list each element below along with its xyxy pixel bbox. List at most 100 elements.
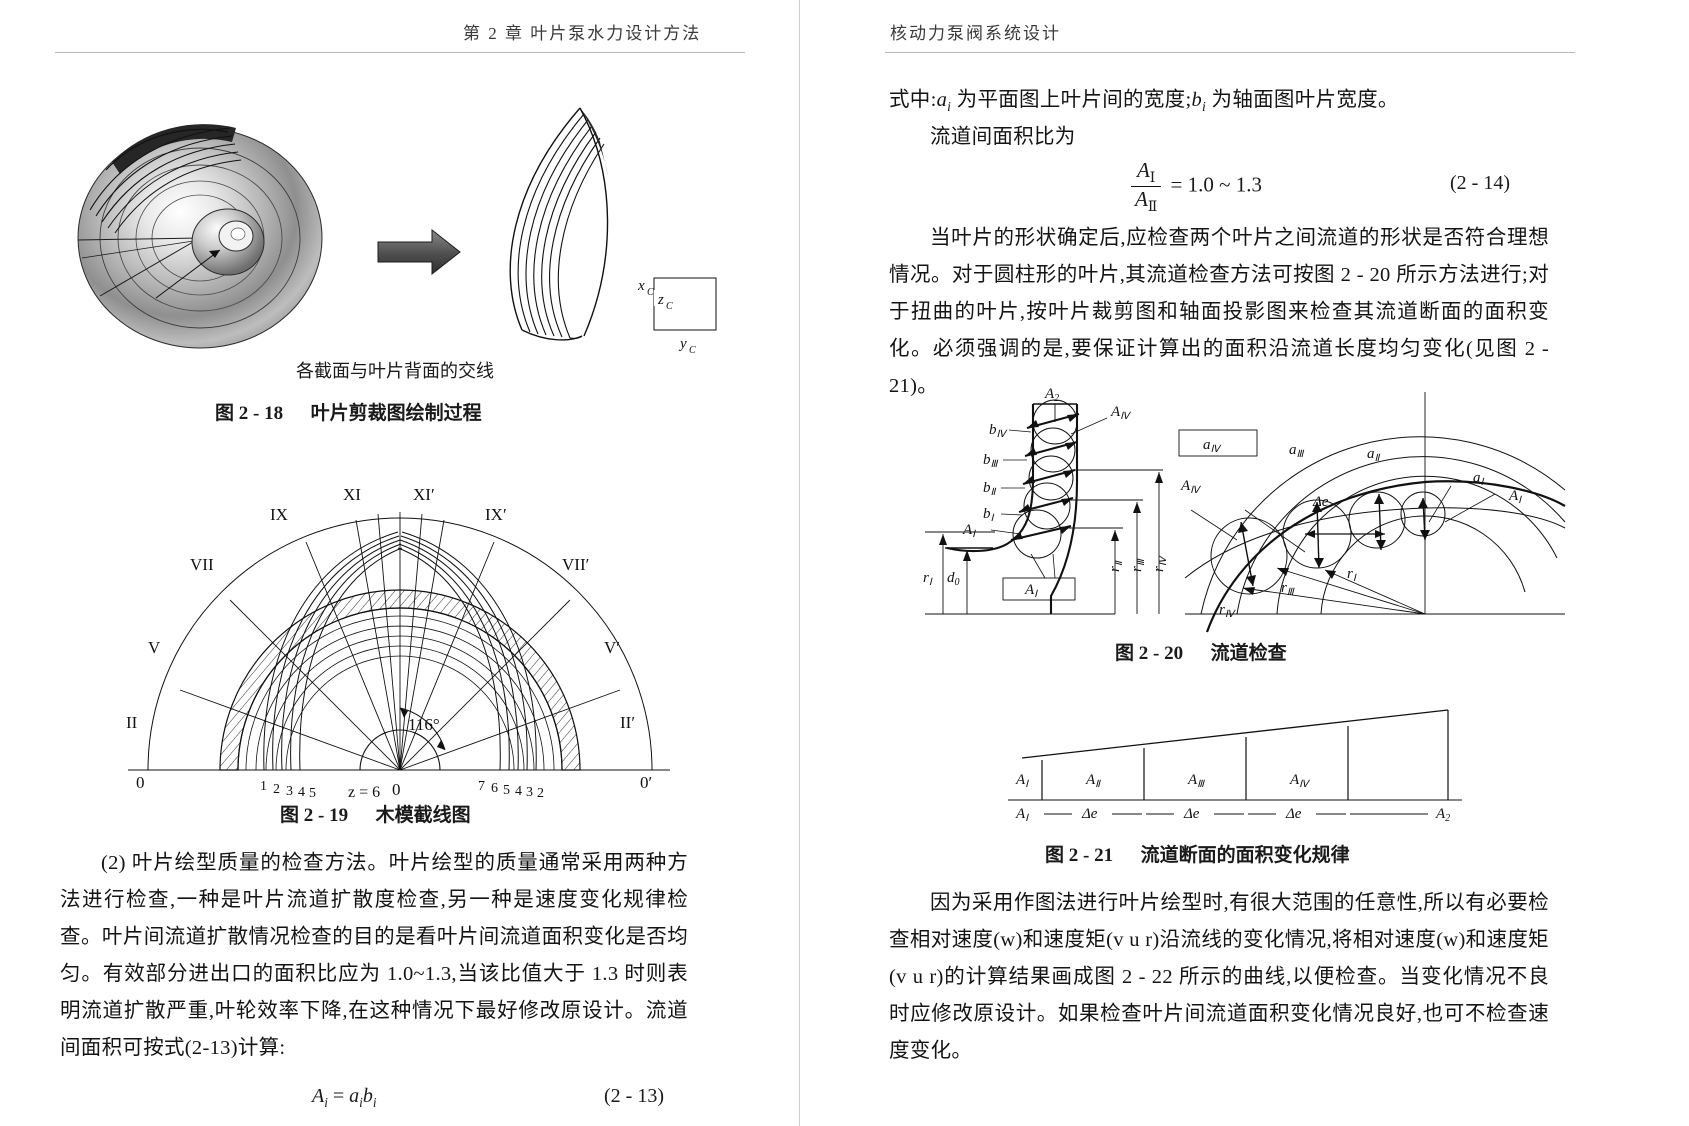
where-prefix: 式中: <box>889 89 937 111</box>
blade-face-curve <box>1184 507 1566 579</box>
label-r-III: rⅢ <box>1129 558 1147 572</box>
ray-label-II-prime: II′ <box>620 713 635 732</box>
ray-label-IX: IX <box>270 505 288 524</box>
ray-label-XI: XI <box>343 485 361 504</box>
left-body-paragraph: (2) 叶片绘型质量的检查方法。叶片绘型的质量通常采用两种方法进行检查,一种是叶… <box>60 852 688 1059</box>
ray-label-II: II <box>126 713 138 732</box>
boxed-label-A1 <box>1002 577 1076 601</box>
equation-2-13: Ai = aibi <box>312 1085 377 1110</box>
ray-label-VII-prime: VII′ <box>562 555 589 574</box>
meridional-view: AⅠ A2 AⅣ bⅣ bⅢ bⅡ bⅠ AⅠ rⅠ d0 rⅡ rⅢ rⅣ <box>923 386 1169 615</box>
figure-2-19-caption-title: 木模截线图 <box>375 805 471 826</box>
equation-2-14-denominator: AⅡ <box>1131 186 1162 215</box>
label-r-IV: rⅣ <box>1151 555 1169 572</box>
figure-2-19-caption: 图 2 - 19 木模截线图 <box>280 800 471 827</box>
equation-2-14-numerator: AⅠ <box>1136 158 1156 186</box>
figure-2-20-caption-prefix: 图 2 - 20 <box>1115 643 1184 664</box>
label-b-IV: bⅣ <box>989 422 1008 440</box>
right-paragraph-2: 因为采用作图法进行叶片绘型时,有很大范围的任意性,所以有必要检查相对速度(w)和… <box>889 892 1549 1062</box>
ray-label-0: 0 <box>136 773 145 792</box>
page-gutter <box>799 0 800 1126</box>
axis-label-y: y <box>678 336 687 352</box>
label-a-III: aⅢ <box>1289 442 1305 460</box>
axis-label-delta-e-3: Δe <box>1285 806 1302 822</box>
label-A-IV-plan: AⅣ <box>1180 478 1201 496</box>
svg-text:2: 2 <box>537 786 544 801</box>
label-A2: A2 <box>1044 386 1059 404</box>
where-suffix: 为轴面图叶片宽度。 <box>1206 89 1399 111</box>
area-trend-line <box>1021 709 1449 759</box>
delta-e-arrow <box>1305 530 1385 538</box>
bar-label-A-II: AⅡ <box>1085 772 1101 790</box>
bar-label-A-III: AⅢ <box>1187 772 1205 790</box>
figure-2-20-caption-title: 流道检查 <box>1210 643 1287 664</box>
equation-2-14: AⅠ AⅡ = 1.0 ~ 1.3 <box>1127 158 1262 215</box>
label-A-I-mer: AⅠ <box>962 522 976 540</box>
bar-label-A-IV: AⅣ <box>1289 772 1310 790</box>
ray-label-VII: VII <box>190 555 214 574</box>
figure-2-18: x C z C y C <box>60 90 740 380</box>
blade-section-curves <box>263 531 537 771</box>
right-page-header: 核动力泵阀系统设计 <box>890 24 1061 43</box>
svg-text:5: 5 <box>503 783 510 798</box>
ray-label-IX-prime: IX′ <box>485 505 507 524</box>
where-sub-b: i <box>1202 99 1207 115</box>
label-r-III-plan: rⅢ <box>1281 580 1295 598</box>
label-r-II: rⅡ <box>1107 560 1125 572</box>
label-b-III: bⅢ <box>983 452 999 470</box>
axis-sub-x: C <box>647 287 654 298</box>
figure-2-21: AⅠ AⅡ AⅢ AⅣ AⅠ Δe Δe Δe A2 <box>1000 700 1470 824</box>
axis-sub-z: C <box>666 301 673 312</box>
where-sub-a: i <box>947 99 952 115</box>
ray-label-0-prime: 0′ <box>640 773 652 792</box>
figure-2-18-caption-title: 叶片剪裁图绘制过程 <box>310 403 482 424</box>
equation-2-14-fraction: AⅠ AⅡ <box>1131 158 1162 215</box>
label-a-II: aⅡ <box>1367 446 1381 464</box>
svg-text:3: 3 <box>526 785 533 800</box>
ratio-intro: 流道间面积比为 <box>930 126 1076 148</box>
left-header-rule <box>55 52 745 53</box>
svg-text:7: 7 <box>478 779 485 794</box>
where-mid: 为平面图上叶片间的宽度; <box>951 89 1192 111</box>
impeller-drawing <box>77 124 323 349</box>
label-r-IV-plan: rⅣ <box>1219 602 1236 620</box>
axis-label-A-I: AⅠ <box>1015 806 1029 824</box>
label-delta-e: Δe <box>1312 494 1329 510</box>
process-arrow-icon <box>377 228 461 276</box>
svg-text:6: 6 <box>491 781 498 796</box>
left-page-header: 第 2 章 叶片泵水力设计方法 <box>463 24 702 43</box>
label-d0: d0 <box>947 570 960 588</box>
label-a-I: aⅠ <box>1473 470 1485 488</box>
figure-2-21-caption: 图 2 - 21 流道断面的面积变化规律 <box>1045 840 1350 867</box>
angle-label: 116° <box>408 715 440 734</box>
right-header-rule <box>885 52 1575 53</box>
label-A-IV: AⅣ <box>1110 404 1131 422</box>
blade-cut-stack <box>509 107 609 341</box>
label-A-I-plan: AⅠ <box>1508 488 1522 506</box>
figure-2-21-caption-title: 流道断面的面积变化规律 <box>1140 845 1350 866</box>
axis-sub-y: C <box>689 345 696 356</box>
angle-indicator <box>399 707 446 751</box>
figure-2-19: XI XI′ IX IX′ VII VII′ V V′ II II′ 0 0′ … <box>110 440 690 801</box>
figure-2-18-caption: 图 2 - 18 叶片剪裁图绘制过程 <box>215 398 482 425</box>
svg-text:4: 4 <box>515 784 522 799</box>
coordinate-axes-box: x C z C y C <box>637 277 717 356</box>
label-r-I-plan: rⅠ <box>1347 566 1357 584</box>
svg-text:2: 2 <box>273 782 280 797</box>
svg-text:5: 5 <box>309 786 316 801</box>
figure-2-18-note: 各截面与叶片背面的交线 <box>296 361 494 381</box>
where-var-b: b <box>1191 89 1203 111</box>
figure-2-20: AⅠ A2 AⅣ bⅣ bⅢ bⅡ bⅠ AⅠ rⅠ d0 rⅡ rⅢ rⅣ <box>885 382 1566 633</box>
bar-label-A-I: AⅠ <box>1015 772 1029 790</box>
axis-label-A-2: A2 <box>1435 806 1450 824</box>
boxed-label-a4 <box>1178 429 1258 457</box>
blade-count-label: z = 6 <box>348 784 380 801</box>
ray-label-V-prime: V′ <box>604 638 620 657</box>
label-b-II: bⅡ <box>983 480 997 498</box>
svg-text:AⅠ: AⅠ <box>1024 582 1038 600</box>
center-label: 0 <box>392 780 401 799</box>
figure-2-20-caption: 图 2 - 20 流道检查 <box>1115 638 1287 665</box>
left-page: 第 2 章 叶片泵水力设计方法 <box>0 0 800 1126</box>
